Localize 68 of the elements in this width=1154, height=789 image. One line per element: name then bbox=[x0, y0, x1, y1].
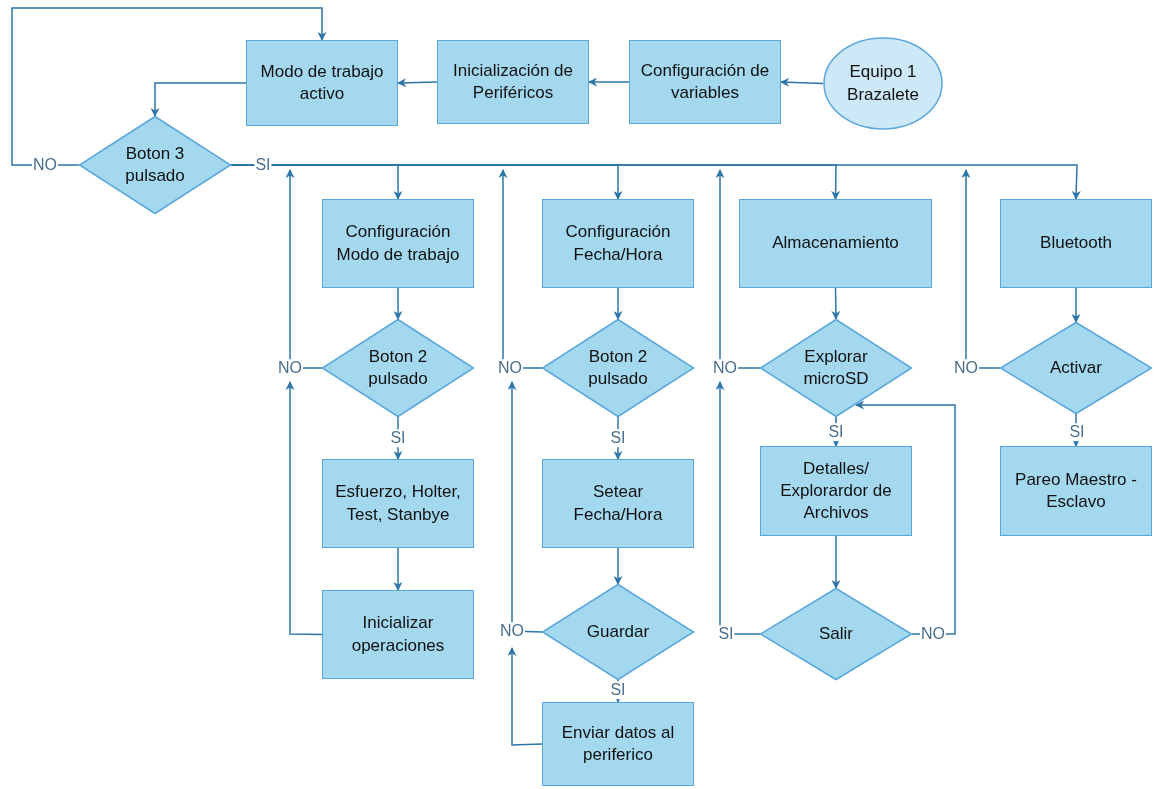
process-box bbox=[1000, 446, 1152, 536]
process-box bbox=[739, 199, 932, 288]
node-label: Inicializar operaciones bbox=[350, 612, 446, 657]
node-label: Configuración Modo de trabajo bbox=[335, 221, 461, 266]
node-label: Setear Fecha/Hora bbox=[572, 481, 664, 526]
process-box bbox=[629, 40, 781, 124]
node-label: Boton 3 pulsado bbox=[124, 142, 186, 187]
arrow bbox=[507, 647, 543, 746]
node-label: Boton 2 pulsado bbox=[587, 345, 649, 390]
node-label: Enviar datos al periferico bbox=[560, 721, 676, 766]
node-label: Activar bbox=[1049, 356, 1103, 379]
arrow bbox=[1071, 287, 1081, 323]
process-box bbox=[437, 40, 589, 124]
node-label: Modo de trabajo activo bbox=[259, 60, 385, 105]
arrow bbox=[150, 82, 247, 117]
node-label: Almacenamiento bbox=[771, 232, 900, 255]
edge-label: SI bbox=[827, 423, 845, 441]
node-label: Configuración Fecha/Hora bbox=[564, 221, 672, 266]
arrow bbox=[507, 381, 543, 633]
arrow bbox=[613, 547, 623, 585]
node-label: Bluetooth bbox=[1039, 232, 1113, 255]
decision-diamond bbox=[1000, 322, 1152, 414]
start-ellipse bbox=[823, 37, 943, 130]
arrow bbox=[855, 400, 956, 635]
arrow bbox=[715, 381, 761, 635]
arrow bbox=[393, 287, 403, 320]
process-box bbox=[542, 459, 694, 548]
edge-label: SI bbox=[1068, 423, 1086, 441]
node-label: Boton 2 pulsado bbox=[367, 345, 429, 390]
process-box bbox=[322, 590, 474, 679]
process-box bbox=[322, 459, 474, 548]
node-label: Inicialización de Periféricos bbox=[452, 59, 574, 104]
edge-label: SI bbox=[609, 681, 627, 699]
node-label: Esfuerzo, Holter, Test, Stanbye bbox=[334, 481, 462, 526]
arrow bbox=[780, 77, 824, 87]
decision-diamond bbox=[542, 584, 694, 680]
node-label: Salir bbox=[818, 622, 854, 645]
process-box bbox=[542, 702, 694, 786]
decision-diamond bbox=[760, 319, 912, 417]
process-box bbox=[542, 199, 694, 288]
process-box bbox=[322, 199, 474, 288]
decision-diamond bbox=[79, 116, 231, 214]
node-label: Configuración de variables bbox=[639, 59, 771, 104]
arrow bbox=[831, 535, 841, 589]
edge-label: SI bbox=[609, 429, 627, 447]
arrow bbox=[961, 169, 1001, 369]
node-label: Explorar microSD bbox=[802, 345, 870, 390]
process-box bbox=[246, 40, 398, 126]
arrow bbox=[397, 78, 438, 88]
node-label: Equipo 1 Brazalete bbox=[846, 61, 920, 106]
decision-diamond bbox=[542, 319, 694, 417]
arrow bbox=[285, 169, 323, 369]
process-box bbox=[760, 446, 912, 536]
arrow bbox=[285, 381, 323, 636]
edge-label: SI bbox=[389, 429, 407, 447]
arrow bbox=[498, 169, 543, 369]
arrow bbox=[11, 7, 327, 166]
arrow bbox=[715, 169, 761, 369]
node-label: Detalles/ Explorardor de Archivos bbox=[779, 457, 893, 525]
node-label: Guardar bbox=[585, 620, 651, 643]
arrow bbox=[393, 547, 403, 591]
arrow bbox=[831, 287, 841, 320]
decision-diamond bbox=[322, 319, 474, 417]
decision-diamond bbox=[760, 588, 912, 680]
arrow bbox=[588, 77, 630, 87]
arrow bbox=[613, 287, 623, 320]
process-box bbox=[1000, 199, 1152, 288]
node-label: Pareo Maestro - Esclavo bbox=[1014, 468, 1138, 513]
